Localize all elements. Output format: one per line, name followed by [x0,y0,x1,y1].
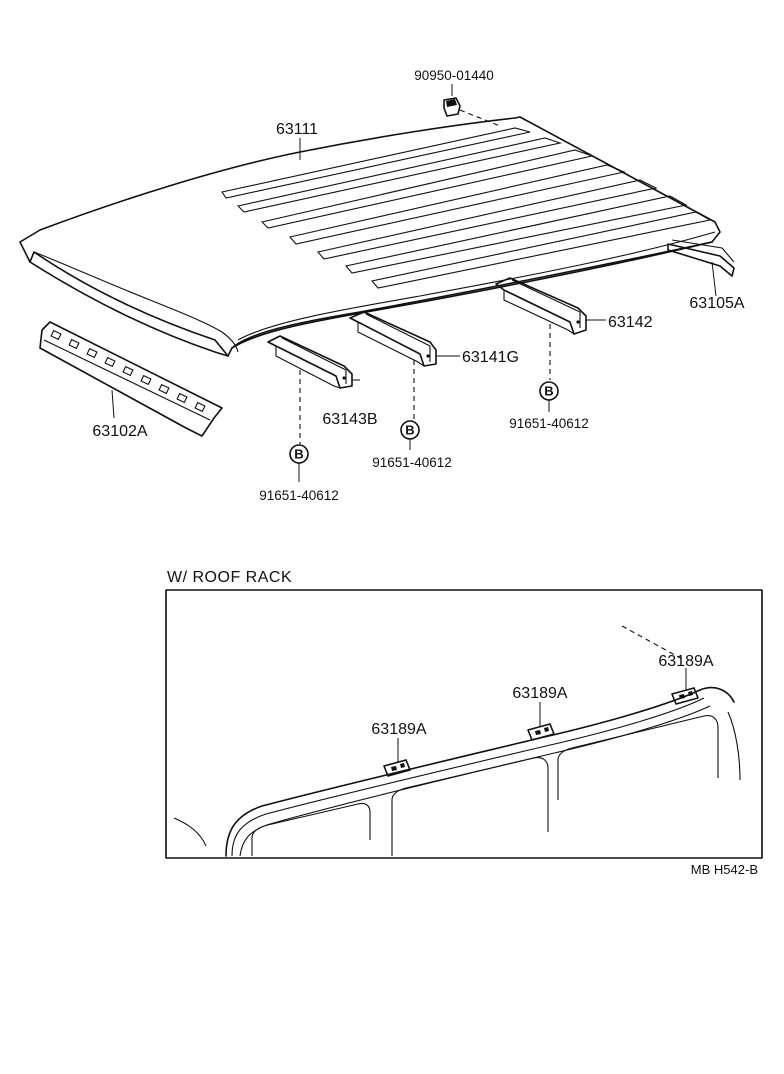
inset-title: W/ ROOF RACK [167,569,292,586]
inset-frame [165,589,763,859]
clip-part [443,97,501,127]
roof-rack-bracket-1 [383,738,411,777]
bolt-marker-rear: B [539,381,559,412]
front-header-part [39,321,223,437]
roof-rack-bracket-2 [527,702,555,741]
bolt-marker-middle-letter: B [405,423,414,438]
label-rear-rail: 63105A [689,295,744,312]
figure-reference: MB H542-B [691,862,758,877]
label-bow-front: 63143B [322,411,377,428]
label-front-header: 63102A [92,423,147,440]
roof-bow-front-part [267,335,360,444]
label-clip: 90950-01440 [414,68,494,83]
label-bracket-2: 63189A [512,685,567,702]
label-bracket-1: 63189A [371,721,426,738]
roof-panel-drawing [19,116,721,357]
rear-rail-part [667,239,735,297]
label-bolt-front: 91651-40612 [259,488,339,503]
bolt-marker-front-letter: B [294,447,303,462]
roof-bow-rear-part [495,277,606,380]
inset-vehicle-drawing [173,625,741,857]
label-bow-rear: 63142 [608,314,653,331]
roof-bow-middle-part [349,311,460,420]
bolt-marker-rear-letter: B [544,384,553,399]
bolt-marker-middle: B [400,420,420,450]
roof-rack-bracket-3 [671,668,699,705]
label-roof-panel: 63111 [276,121,318,138]
label-bracket-3: 63189A [658,653,713,670]
label-bow-middle: 63141G [462,349,519,366]
label-bolt-rear: 91651-40612 [509,416,589,431]
bolt-marker-front: B [289,444,309,482]
label-bolt-middle: 91651-40612 [372,455,452,470]
